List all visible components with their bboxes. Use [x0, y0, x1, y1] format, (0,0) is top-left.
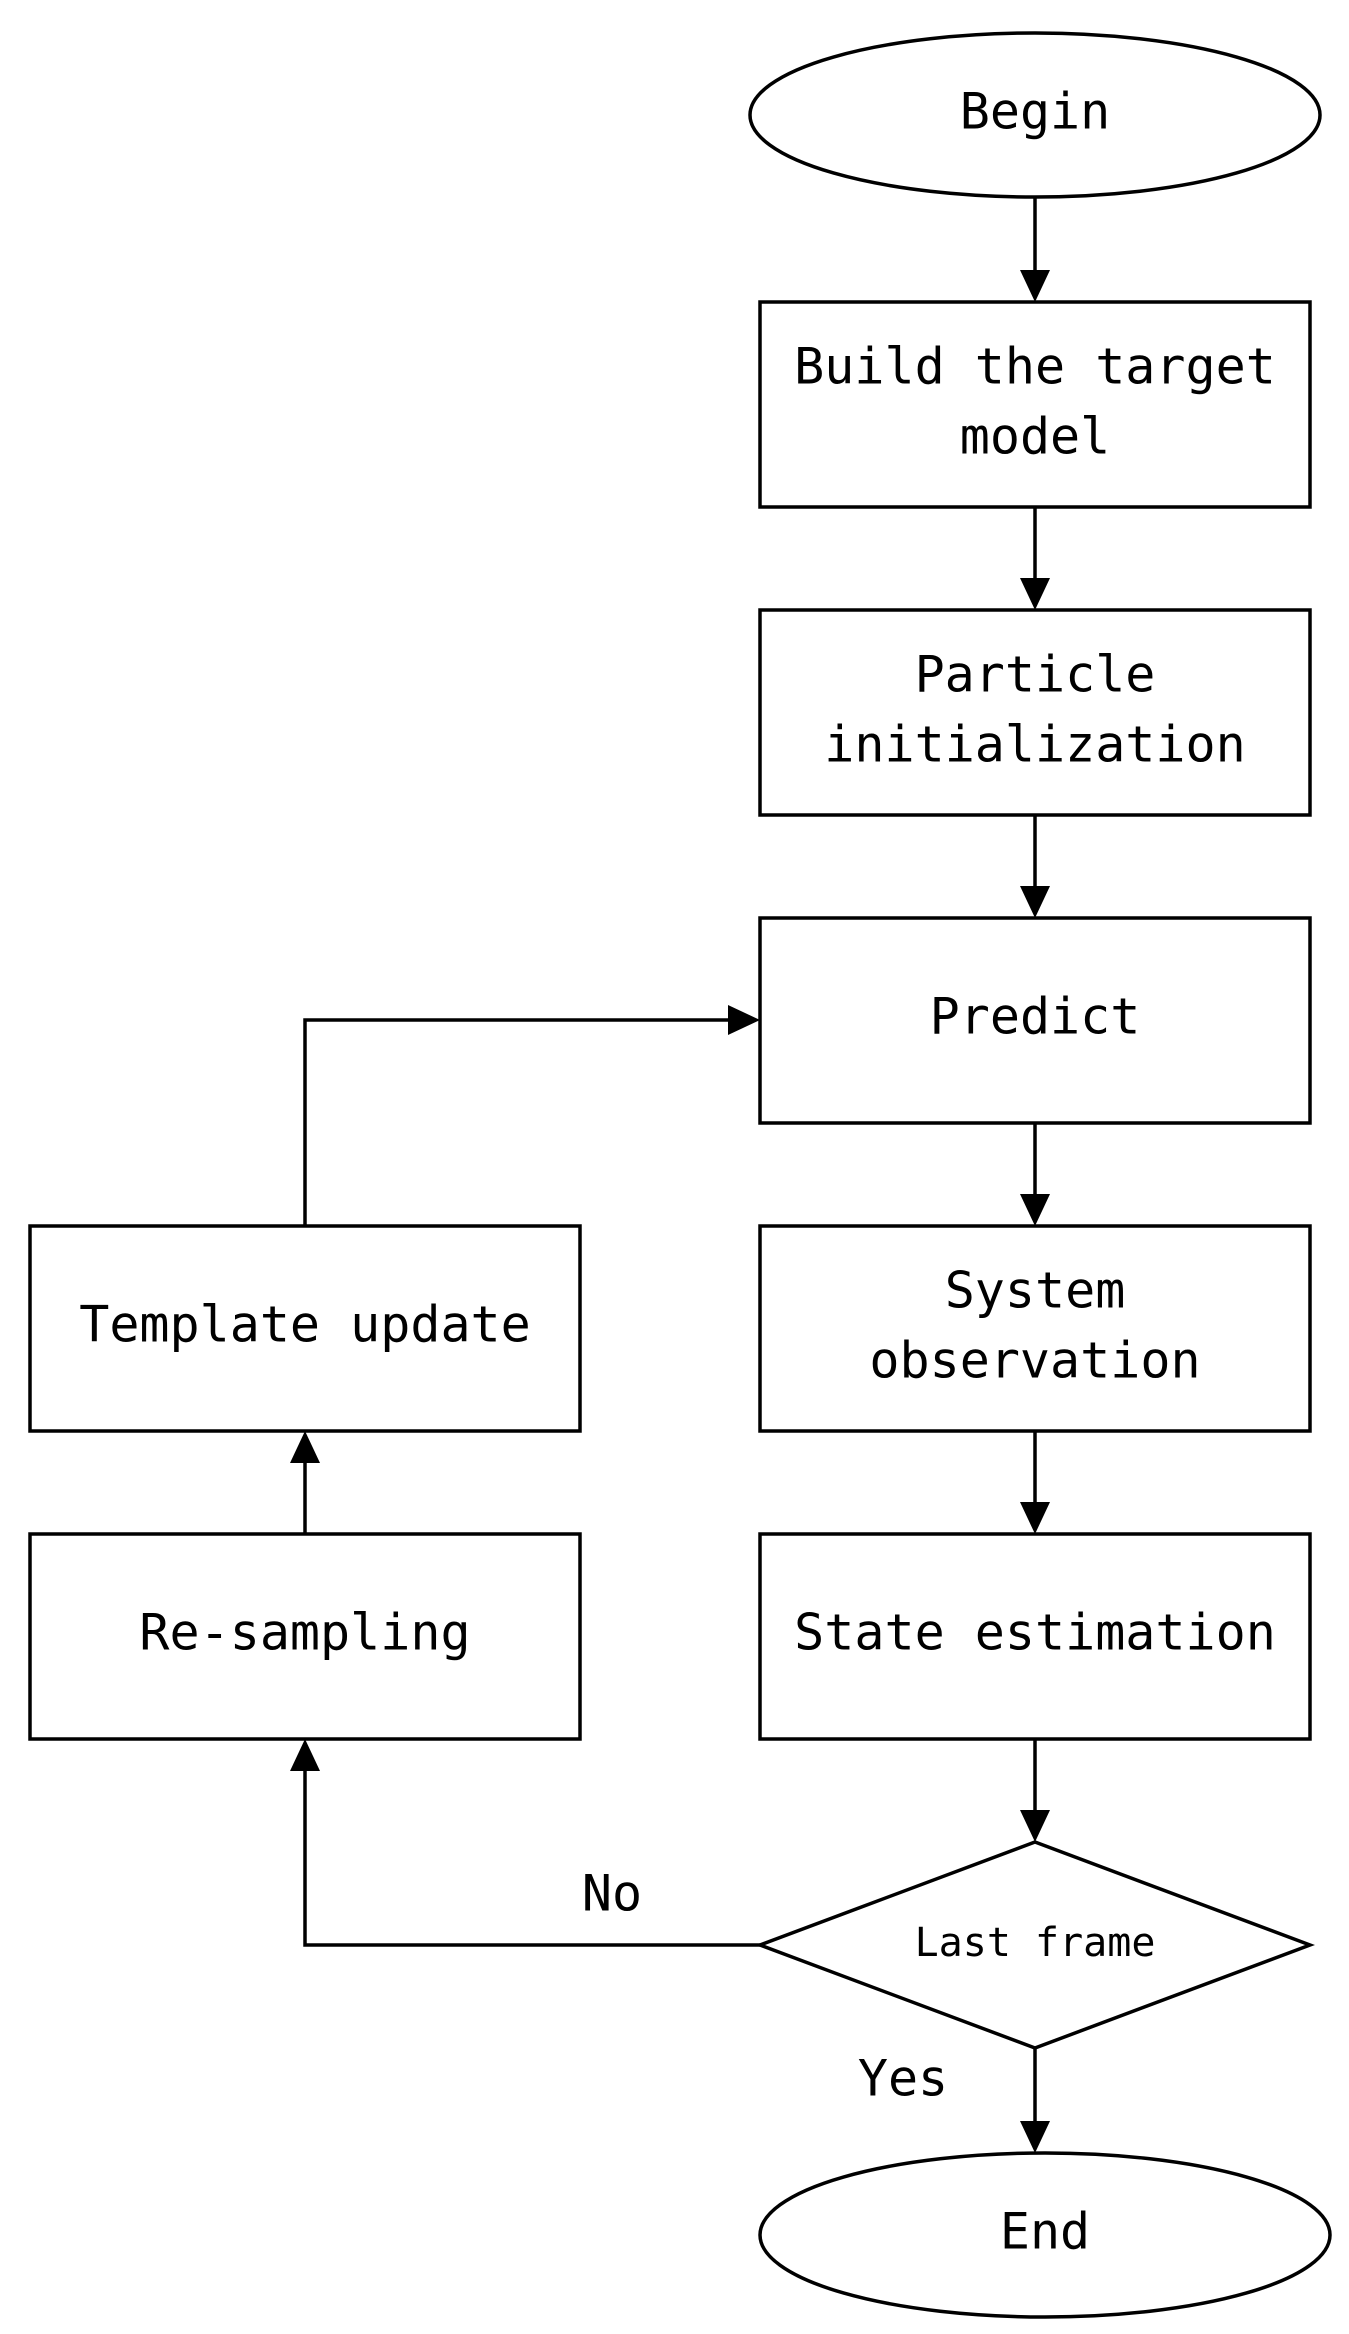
build-model-label-line2: model: [960, 408, 1111, 466]
end-node: [758, 2151, 1332, 2319]
template-update-label: Template update: [79, 1296, 531, 1354]
system-observation-label-line2: observation: [869, 1332, 1200, 1390]
arrowhead: [1020, 2121, 1050, 2153]
resampling-label: Re-sampling: [139, 1604, 470, 1662]
template-update-box: [28, 1224, 582, 1433]
particle-init-label-line1: Particle: [915, 646, 1156, 704]
edge-decision-resampling: [303, 1765, 760, 1947]
arrowhead: [290, 1431, 320, 1463]
particle-init-box: [758, 608, 1312, 817]
arrowhead: [1020, 1502, 1050, 1534]
particle-init-label-line2: initialization: [824, 716, 1245, 774]
edge-label-yes: Yes: [858, 2050, 948, 2108]
edge-label-no: No: [582, 1865, 642, 1923]
end-label: End: [1000, 2203, 1090, 2261]
system-observation-label-line1: System: [945, 1262, 1126, 1320]
system-observation-box: [758, 1224, 1312, 1433]
arrowhead: [1020, 1194, 1050, 1226]
predict-box: [758, 916, 1312, 1125]
arrowhead: [290, 1739, 320, 1771]
build-model-box: [758, 300, 1312, 509]
arrowhead: [1020, 578, 1050, 610]
resampling-box: [28, 1532, 582, 1741]
state-estimation-label: State estimation: [794, 1604, 1276, 1662]
begin-label: Begin: [960, 83, 1111, 141]
arrowhead: [1020, 270, 1050, 302]
predict-label: Predict: [930, 988, 1141, 1046]
build-model-label-line1: Build the target: [794, 338, 1276, 396]
last-frame-label: Last frame: [915, 1920, 1156, 1966]
edge-template-predict: [303, 1018, 734, 1226]
arrowhead: [1020, 886, 1050, 918]
arrowhead: [1020, 1810, 1050, 1842]
arrowhead: [728, 1005, 760, 1035]
